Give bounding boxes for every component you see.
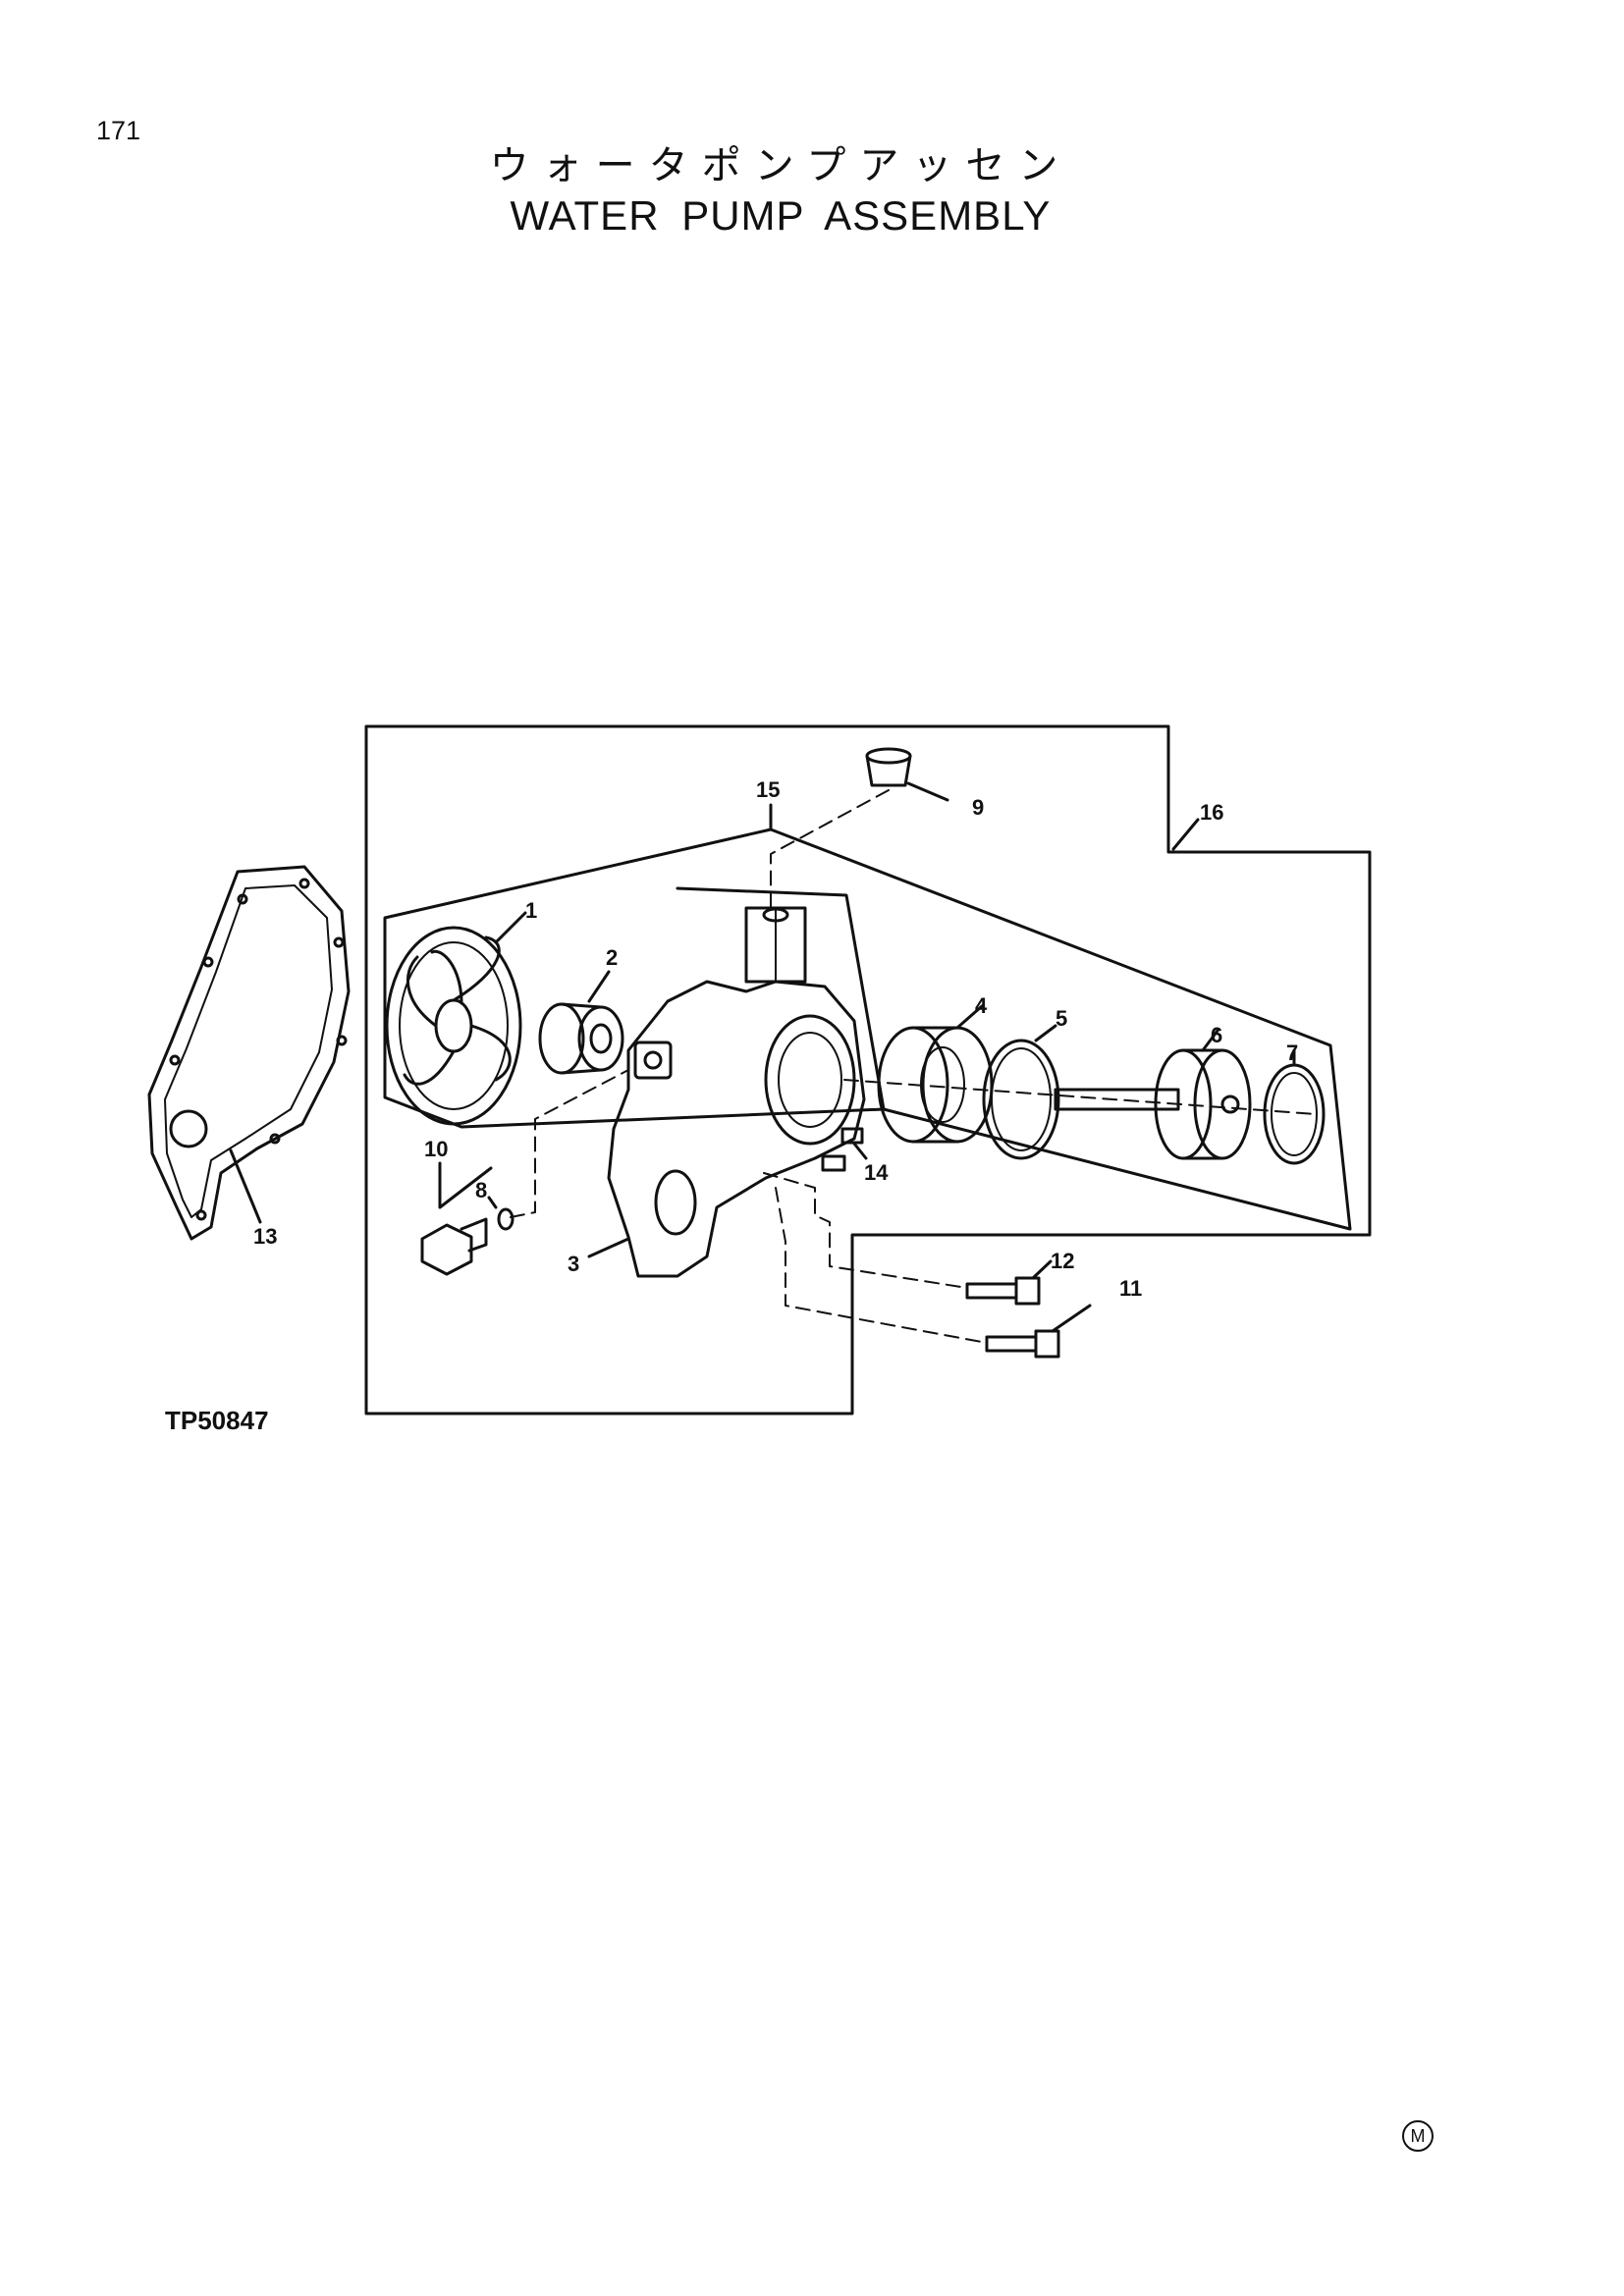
plug-10: [420, 1217, 488, 1276]
callout-15: 15: [756, 777, 780, 802]
snap-ring-5: [982, 1039, 1060, 1160]
callout-8: 8: [475, 1178, 487, 1202]
dashed-path-9: [770, 789, 890, 909]
callout-9: 9: [972, 795, 984, 820]
leader-11: [1051, 1304, 1092, 1333]
callout-2: 2: [606, 945, 618, 970]
callout-4: 4: [975, 993, 988, 1018]
leader-16: [1171, 818, 1200, 851]
callout-6: 6: [1211, 1023, 1222, 1047]
cap-9: [865, 747, 912, 787]
leader-14: [852, 1142, 868, 1160]
leader-2: [587, 970, 611, 1003]
callout-5: 5: [1056, 1006, 1067, 1031]
leader-13: [229, 1148, 262, 1224]
shaft-bearing-6: [1054, 1048, 1252, 1160]
callout-16: 16: [1200, 800, 1223, 825]
callout-11: 11: [1119, 1276, 1142, 1301]
o-ring-8: [497, 1207, 514, 1231]
callout-12: 12: [1051, 1249, 1074, 1273]
fitting-14: [821, 1127, 864, 1172]
leader-9: [906, 781, 949, 802]
leader-3: [587, 1237, 630, 1258]
leader-6: [1201, 1029, 1219, 1052]
page-number: 171: [96, 116, 141, 145]
callout-10: 10: [424, 1137, 448, 1161]
assembly-boundary-15: [383, 828, 1352, 1231]
leader-12: [1031, 1259, 1053, 1280]
figure-code: TP50847: [165, 1406, 269, 1435]
m-mark: M: [1402, 2120, 1434, 2152]
assembly-centerline: [843, 1079, 1317, 1115]
gasket-13: [147, 865, 351, 1241]
callout-7: 7: [1286, 1041, 1298, 1065]
dashed-path-bolts: [763, 1172, 988, 1344]
title-japanese: ウォータポンプアッセン: [489, 143, 1072, 188]
callout-3: 3: [568, 1252, 579, 1276]
dashed-path-8: [510, 1069, 629, 1218]
impeller-1: [385, 926, 522, 1126]
bearing-ring-4: [877, 1026, 994, 1144]
callout-14: 14: [864, 1160, 889, 1185]
callout-1: 1: [525, 898, 537, 923]
bolt-12: [965, 1276, 1041, 1306]
leader-4: [955, 1004, 984, 1030]
leader-8: [487, 1196, 498, 1209]
seal-2: [538, 1002, 624, 1075]
snap-ring-7: [1263, 1063, 1326, 1165]
leader-10: [438, 1161, 493, 1209]
callout-13: 13: [253, 1224, 277, 1249]
title-english: WATER PUMP ASSEMBLY: [510, 192, 1052, 239]
bolt-11: [985, 1329, 1060, 1359]
housing-boundary: [676, 886, 886, 1111]
assembly-boundary-16: [364, 724, 1372, 1415]
leader-1: [494, 911, 527, 944]
leader-5: [1034, 1024, 1057, 1042]
